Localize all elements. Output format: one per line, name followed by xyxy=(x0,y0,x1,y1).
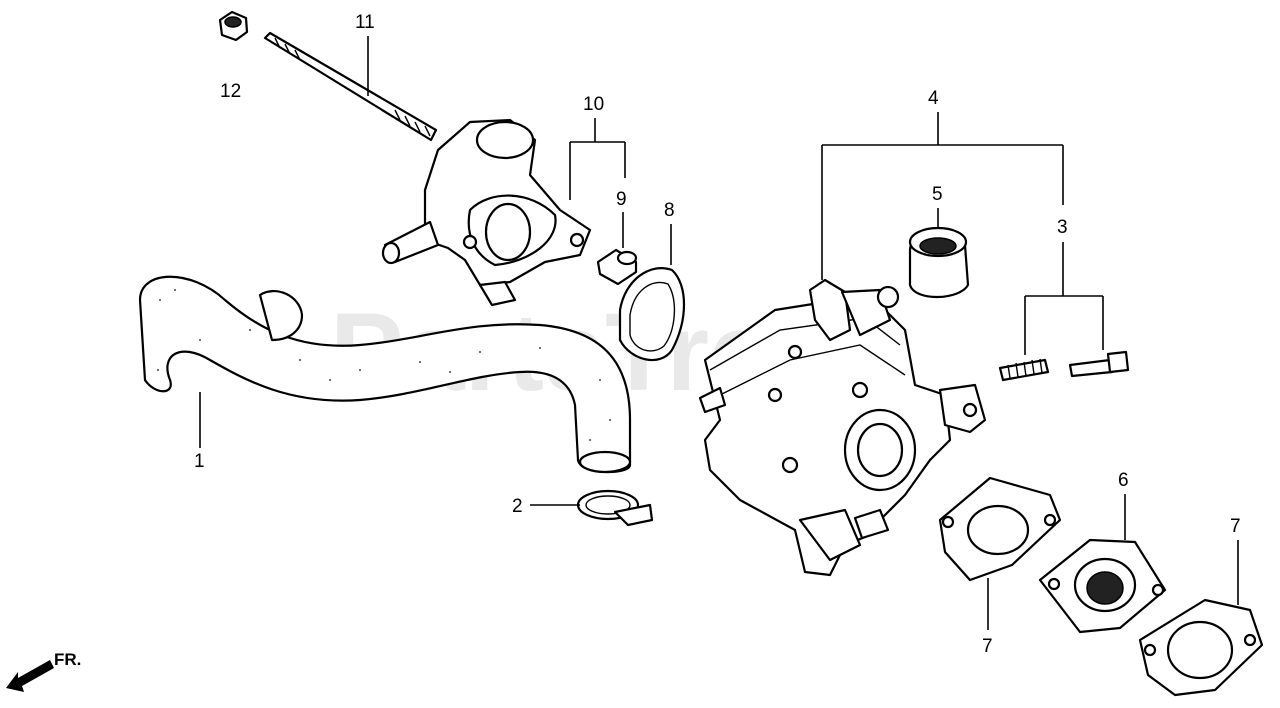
part-9-sleeve[interactable] xyxy=(596,248,638,286)
part-7-gasket-left[interactable] xyxy=(938,476,1062,582)
part-3-screws[interactable] xyxy=(998,350,1130,382)
front-direction-indicator: FR. xyxy=(6,650,81,692)
part-12-nut[interactable] xyxy=(218,10,249,42)
leader-4 xyxy=(821,112,1064,280)
callout-12: 12 xyxy=(220,81,241,102)
callout-6: 6 xyxy=(1118,470,1129,491)
callout-9: 9 xyxy=(616,189,627,210)
part-6-insulator[interactable] xyxy=(1038,538,1167,634)
part-8-gasket[interactable] xyxy=(618,267,686,361)
callout-10: 10 xyxy=(583,94,604,115)
part-5-collar[interactable] xyxy=(908,226,970,299)
part-7-gasket-right[interactable] xyxy=(1138,598,1264,697)
part-10-housing[interactable] xyxy=(381,118,592,307)
front-label: FR. xyxy=(54,650,81,669)
arrow-left-icon xyxy=(6,660,54,692)
callout-5: 5 xyxy=(932,184,943,205)
callout-1: 1 xyxy=(194,451,205,472)
callout-7-right: 7 xyxy=(1230,516,1241,537)
part-11-stud[interactable] xyxy=(263,31,438,142)
callout-7-left: 7 xyxy=(982,636,993,657)
part-4-carburetor[interactable] xyxy=(698,278,987,577)
leader-10 xyxy=(569,118,626,200)
callout-8: 8 xyxy=(664,200,675,221)
callout-2: 2 xyxy=(512,496,523,517)
callout-3: 3 xyxy=(1057,217,1068,238)
callout-11: 11 xyxy=(355,12,375,33)
part-1-hose[interactable] xyxy=(138,275,632,474)
callout-4: 4 xyxy=(928,88,939,109)
leader-3 xyxy=(1024,242,1104,355)
part-2-clip[interactable] xyxy=(576,489,654,527)
